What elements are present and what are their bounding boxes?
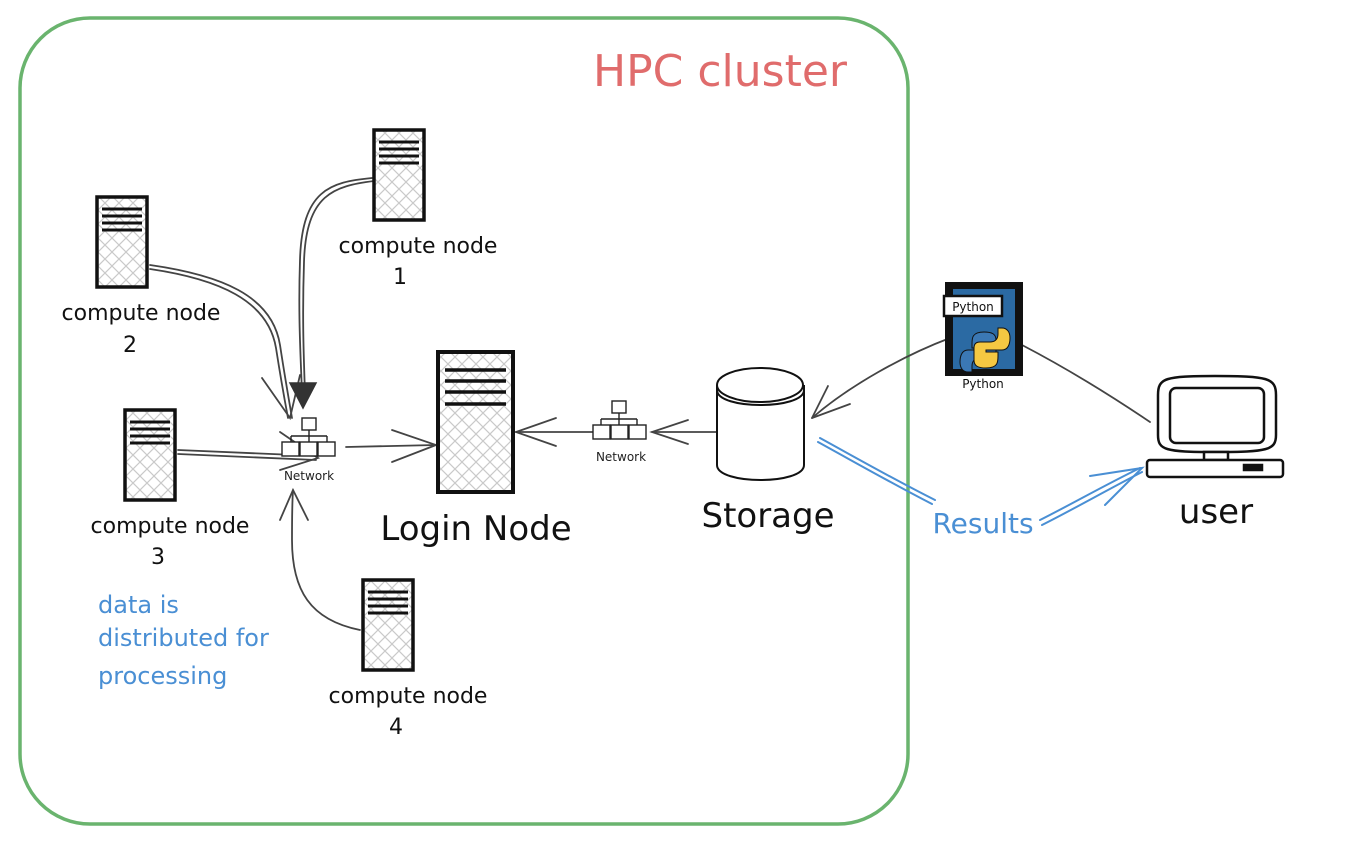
arrowhead-compute3 xyxy=(279,431,321,471)
python-book-icon xyxy=(942,282,1023,376)
link-storage-results-b xyxy=(817,441,933,505)
python-caption: Python xyxy=(962,377,1004,391)
link-compute4-network xyxy=(291,489,361,631)
link-storage-results xyxy=(819,437,936,501)
arrowhead-storage xyxy=(811,385,851,419)
storage-label: Storage xyxy=(701,496,834,536)
distribution-note-line2: distributed for xyxy=(98,624,269,652)
link-compute2-network-b xyxy=(149,268,289,419)
storage-icon xyxy=(716,367,805,481)
link-compute1-network-b xyxy=(302,180,375,395)
compute-node-1-label: compute node xyxy=(339,234,498,259)
compute-node-4-label: compute node xyxy=(329,684,488,709)
login-node-label: Login Node xyxy=(380,509,571,549)
compute-node-2-number: 2 xyxy=(123,333,137,358)
user-label: user xyxy=(1179,492,1253,532)
compute-node-2-icon xyxy=(95,195,149,289)
hpc-cluster-boundary xyxy=(18,16,910,826)
link-compute1-network xyxy=(298,177,373,396)
compute-node-4-number: 4 xyxy=(389,715,403,740)
distribution-note-line1: data is xyxy=(98,591,179,619)
compute-node-1-number: 1 xyxy=(393,265,407,290)
link-python-user xyxy=(1021,344,1151,423)
user-computer-icon xyxy=(1145,374,1285,479)
link-network-login xyxy=(345,444,437,448)
python-badge-text: Python xyxy=(952,300,994,314)
arrowhead-compute4 xyxy=(279,487,309,521)
distribution-note-line3: processing xyxy=(98,662,227,690)
arrowhead-user xyxy=(1089,466,1145,506)
network-left-icon xyxy=(281,417,336,457)
network-right-label: Network xyxy=(596,450,646,464)
compute-node-4-icon xyxy=(361,578,415,672)
link-results-user xyxy=(1039,467,1141,521)
link-compute2-network xyxy=(149,264,293,419)
link-results-user-b xyxy=(1041,471,1143,526)
compute-node-3-number: 3 xyxy=(151,545,165,570)
compute-node-3-label: compute node xyxy=(91,514,250,539)
link-python-storage xyxy=(811,337,951,419)
results-label: Results xyxy=(932,507,1033,540)
login-node-icon xyxy=(436,350,515,494)
arrowhead-compute1-filled xyxy=(288,382,318,410)
network-right-icon xyxy=(592,400,647,440)
compute-node-3-icon xyxy=(123,408,177,502)
arrowhead-login-right xyxy=(513,417,557,447)
hpc-cluster-title: HPC cluster xyxy=(593,46,848,97)
compute-node-2-label: compute node xyxy=(62,301,221,326)
arrowhead-network2 xyxy=(649,419,689,445)
link-compute3-network-b xyxy=(177,453,317,461)
network-left-label: Network xyxy=(284,469,334,483)
compute-node-1-icon xyxy=(372,128,426,222)
